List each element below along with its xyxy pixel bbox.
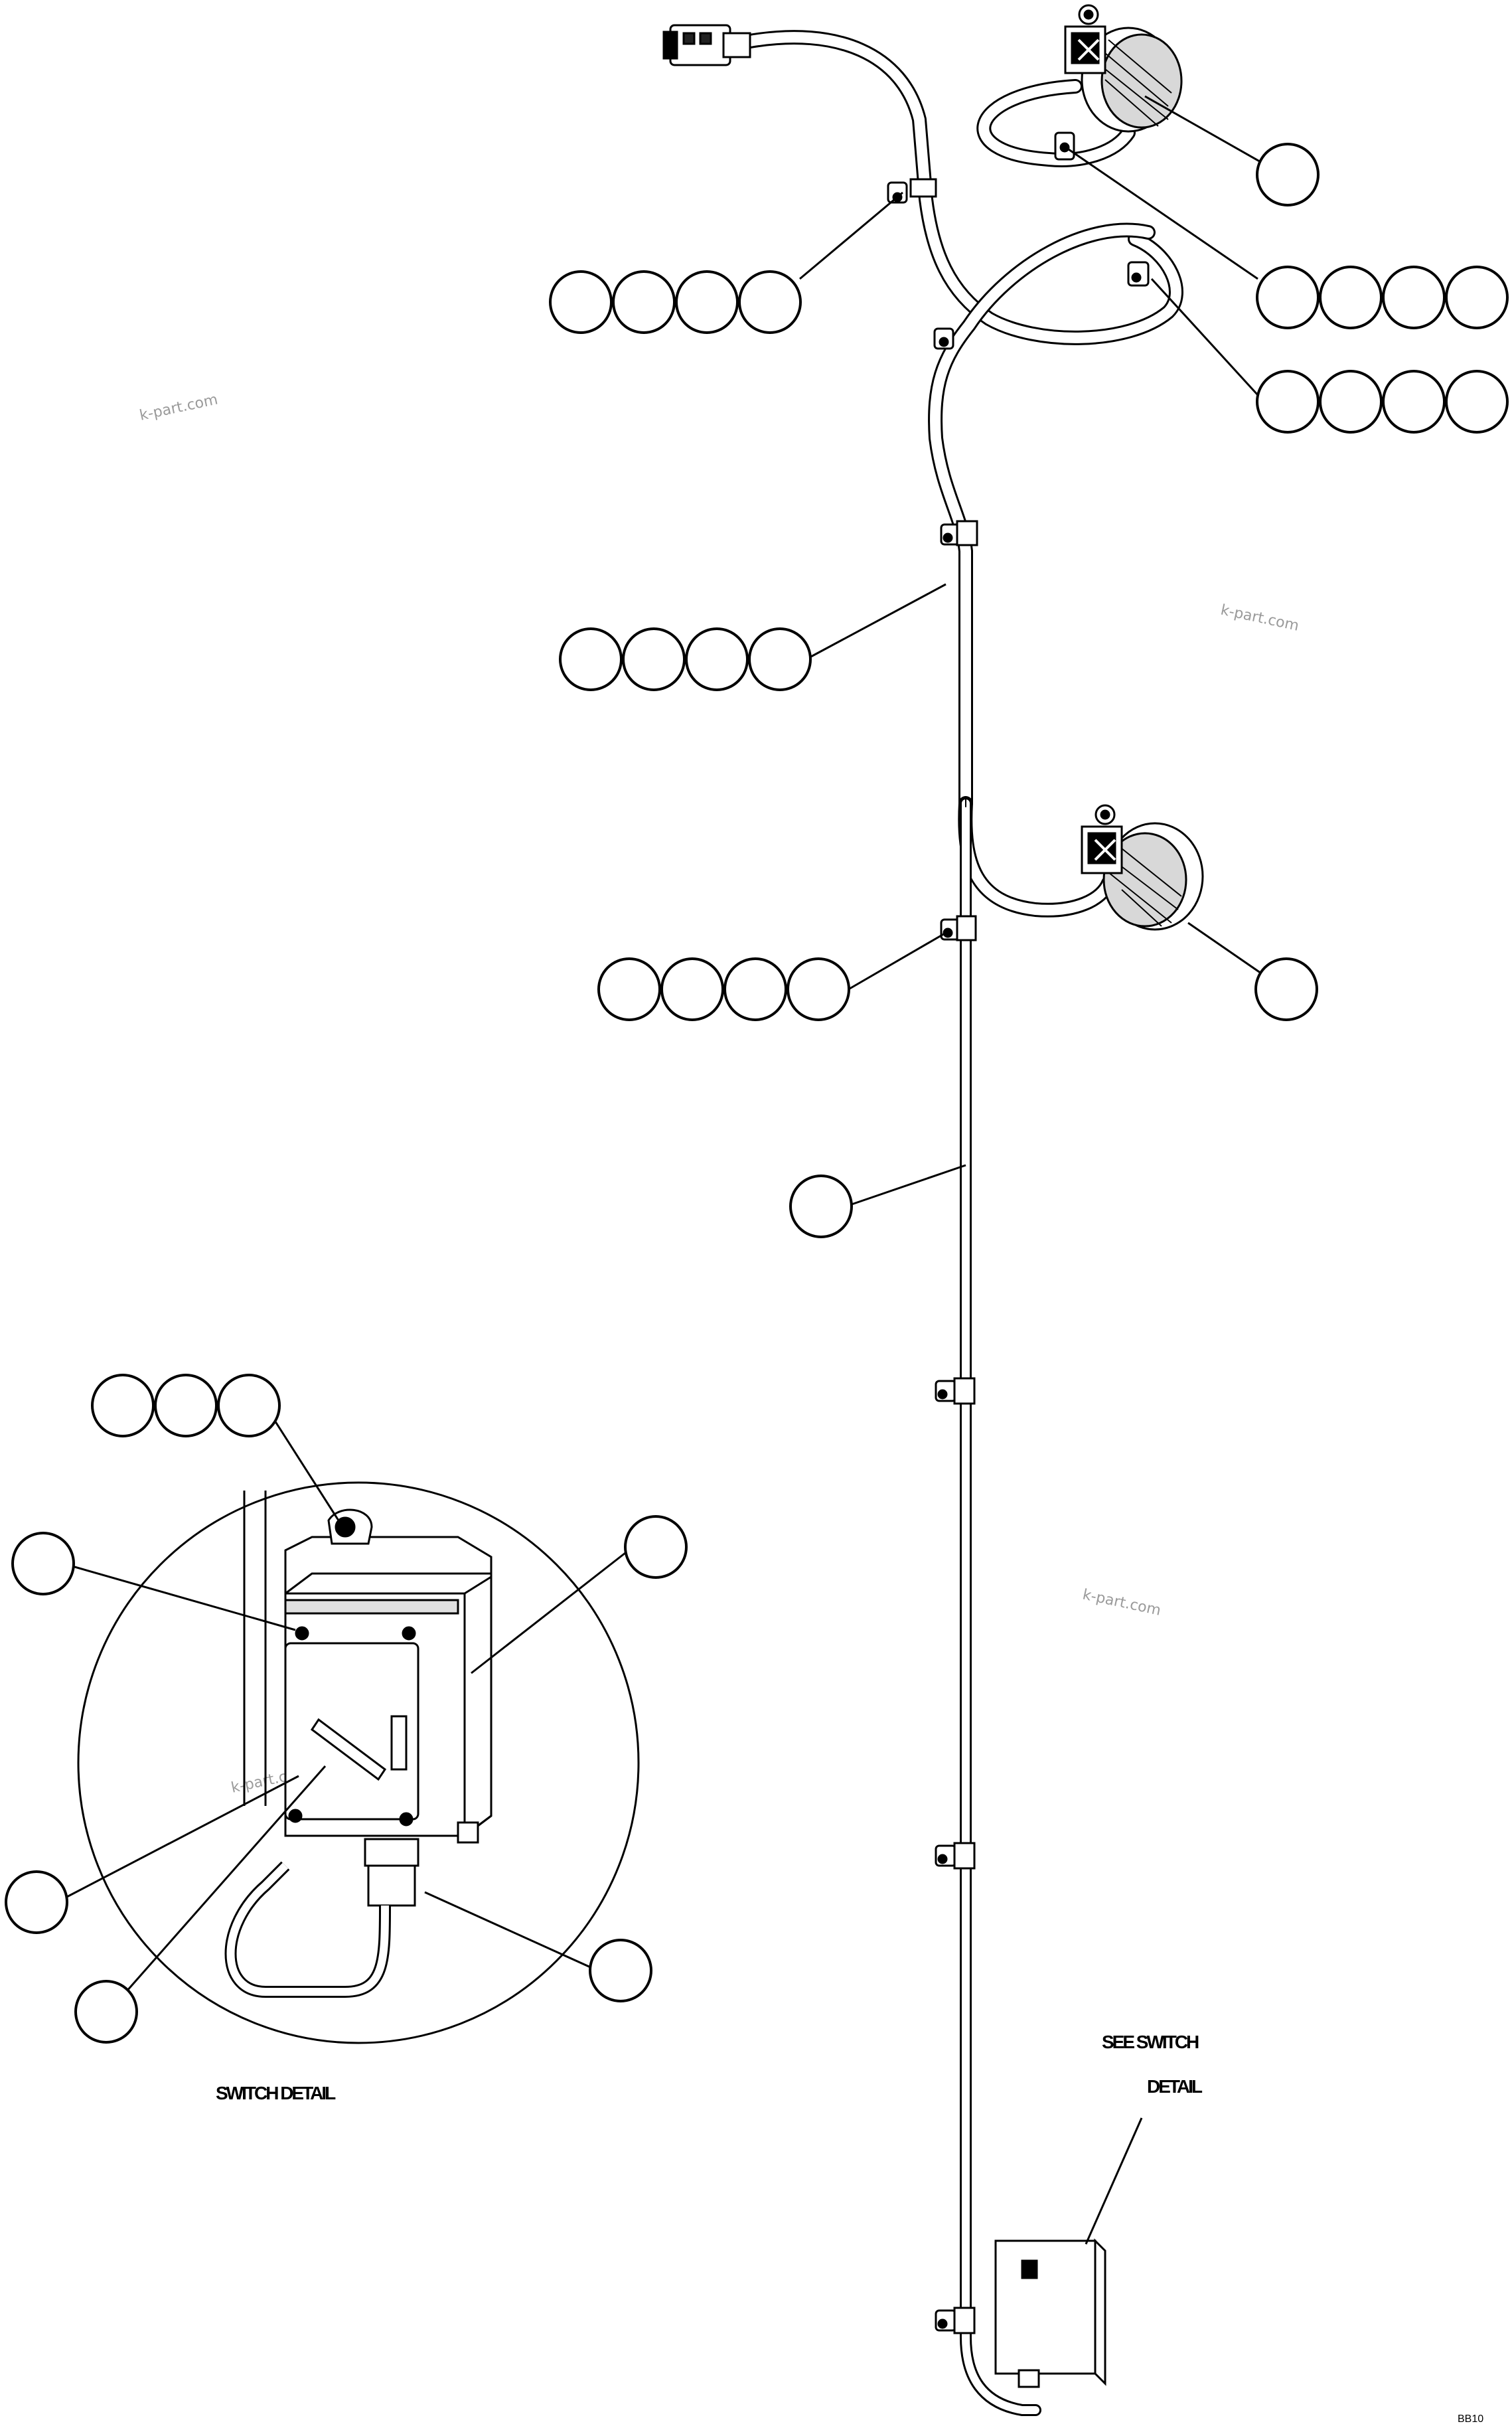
watermark-2: k-part.com [1219, 602, 1300, 634]
watermark-1: k-part.com [138, 392, 219, 424]
callout-single-harness [789, 1175, 853, 1238]
callout-switch-lever [5, 1870, 68, 1934]
drawing-code: BB10 [1458, 2413, 1483, 2425]
watermark-3: k-part.com [1081, 1586, 1162, 1619]
callouts [5, 143, 1509, 2044]
callout-switch-box [624, 1515, 688, 1579]
switch-detail [77, 1481, 640, 2044]
clip-4 [1127, 261, 1150, 287]
labels: SWITCH DETAIL SEE SWITCH DETAIL BB10 [216, 2032, 1483, 2425]
callout-group-top-right-a [1256, 266, 1509, 329]
clip-2 [933, 327, 954, 350]
work-light-middle [1081, 804, 1204, 931]
callout-switch-toggle [74, 1980, 138, 2044]
switch-box-bottom [994, 2117, 1143, 2388]
callout-group-top-right-b [1256, 370, 1509, 434]
callout-switch-fitting [589, 1939, 652, 2002]
clip-5 [940, 520, 978, 546]
work-light-top [1064, 4, 1183, 133]
clip-7 [935, 1377, 976, 1405]
callout-group-low-left [597, 957, 850, 1021]
clip-9 [935, 2307, 976, 2334]
see-switch-label: SEE SWITCH [1102, 2032, 1199, 2052]
switch-detail-circle [77, 1481, 640, 2044]
harness-connector [662, 24, 751, 66]
clip-8 [935, 1842, 976, 1870]
see-switch-detail-label: DETAIL [1147, 2076, 1203, 2097]
callout-single-top-light [1256, 143, 1320, 206]
callout-group-top-left [549, 270, 802, 334]
harness-clips [887, 131, 1150, 2334]
leader-lines [62, 95, 1285, 1992]
callout-switch-screw-hole [11, 1532, 75, 1595]
callout-group-switch-screws [91, 1374, 281, 1437]
clip-3 [1054, 131, 1075, 161]
switch-detail-label: SWITCH DETAIL [216, 2083, 336, 2103]
clip-6 [940, 915, 977, 941]
callout-group-mid-left [559, 627, 812, 691]
callout-single-low-light [1254, 957, 1318, 1021]
